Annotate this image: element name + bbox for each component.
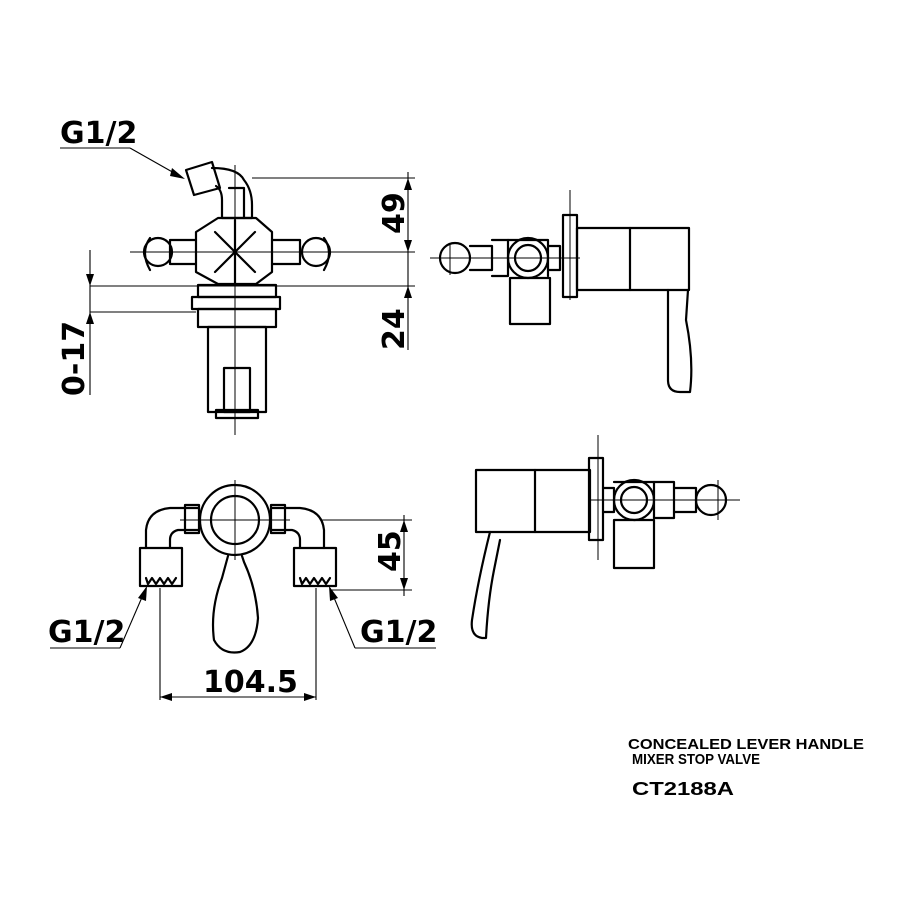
label-adjust-range: 0-17	[57, 321, 92, 396]
label-side-height: 45	[373, 530, 408, 572]
label-inlet-spacing: 104.5	[203, 665, 298, 700]
title-block: CONCEALED LEVER HANDLE MIXER STOP VALVE …	[628, 736, 864, 799]
label-height-upper: 49	[377, 192, 412, 234]
side-view-right	[430, 190, 693, 394]
top-view-bottom	[138, 480, 338, 654]
model-number: CT2188A	[632, 779, 734, 799]
label-height-lower: 24	[377, 308, 412, 350]
title-line1: CONCEALED LEVER HANDLE	[628, 736, 864, 753]
dimension-lines-top	[60, 147, 415, 395]
label-bottom-inlet-right: G1/2	[360, 615, 437, 650]
dimension-lines-bottom	[50, 515, 436, 701]
label-bottom-inlet-left: G1/2	[48, 615, 125, 650]
title-line2: MIXER STOP VALVE	[632, 751, 760, 768]
side-view-mirrored	[470, 435, 740, 640]
label-top-inlet: G1/2	[60, 116, 137, 151]
front-view-valve	[130, 160, 345, 435]
